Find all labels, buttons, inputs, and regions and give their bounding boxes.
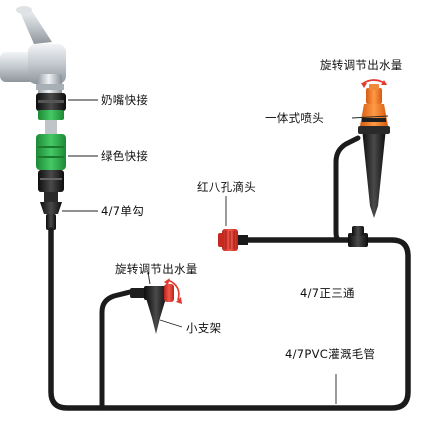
tee-connector-part [348,226,368,247]
leader-lines [62,99,389,404]
label-tee-connector: 4/7正三通 [300,286,355,300]
label-small-stake: 小支架 [186,321,222,335]
label-green-quick-connector: 绿色快接 [101,149,149,163]
red-dripper-part [218,229,248,251]
faucet [0,6,66,96]
small-stake-nozzle-part [130,278,182,334]
label-adjustable-nozzle-top: 旋转调节出水量 [320,58,403,72]
label-nipple-quick-connector: 奶嘴快接 [101,93,149,107]
label-integrated-nozzle: 一体式喷头 [265,111,324,125]
label-red-dripper: 红八孔滴头 [197,180,256,194]
single-hook-connector-part [40,192,62,230]
nipple-quick-connector-part [36,93,66,120]
label-pvc-tube: 4/7PVC灌溉毛管 [285,347,376,361]
pvc-tubing [48,135,411,411]
label-adjustable-nozzle-left: 旋转调节出水量 [115,262,198,276]
integrated-nozzle-part [358,79,390,218]
green-quick-connector-part [36,120,66,192]
label-single-hook-connector: 4/7单勾 [101,204,145,218]
